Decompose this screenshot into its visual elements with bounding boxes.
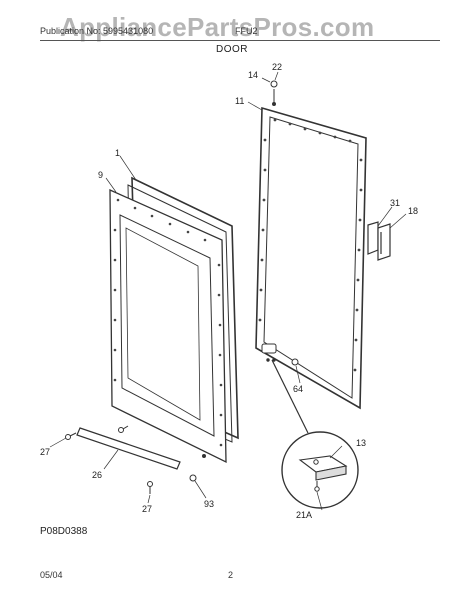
liner-screws (113, 198, 223, 447)
top-hinge-pin (270, 80, 278, 106)
shelf-rail (76, 427, 181, 470)
callout-9: 9 (98, 170, 103, 180)
callout-13: 13 (356, 438, 366, 448)
drawing-code: P08D0388 (40, 526, 88, 537)
callout-22: 22 (272, 62, 282, 72)
callout-93: 93 (204, 499, 214, 509)
callout-leaders (49, 71, 407, 511)
callout-26: 26 (92, 470, 102, 480)
loose-screws (65, 425, 206, 494)
callout-18: 18 (408, 206, 418, 216)
bottom-hinge (261, 343, 299, 366)
callout-11: 11 (235, 96, 244, 106)
callout-64: 64 (293, 384, 303, 394)
handle-assembly (367, 221, 391, 261)
watermark: AppliancePartsPros.com (60, 12, 375, 42)
callout-14: 14 (248, 70, 258, 80)
callout-27-bottom: 27 (142, 504, 152, 514)
hinge-detail-view (271, 359, 359, 509)
callout-27-left: 27 (40, 447, 50, 457)
outer-door-screws (258, 118, 363, 372)
section-title: DOOR (216, 44, 248, 55)
outer-door-panel (255, 106, 367, 410)
publication-number: Publication No: 5995431080 (40, 26, 154, 36)
callout-1: 1 (115, 148, 120, 158)
callout-21a: 21A (296, 510, 312, 520)
model-number: FFU2 (235, 26, 258, 36)
publication-date: 05/04 (40, 570, 63, 580)
inner-door-liner (109, 188, 227, 464)
page-number: 2 (228, 570, 234, 580)
header-rule (40, 40, 440, 41)
callout-31: 31 (390, 198, 400, 208)
